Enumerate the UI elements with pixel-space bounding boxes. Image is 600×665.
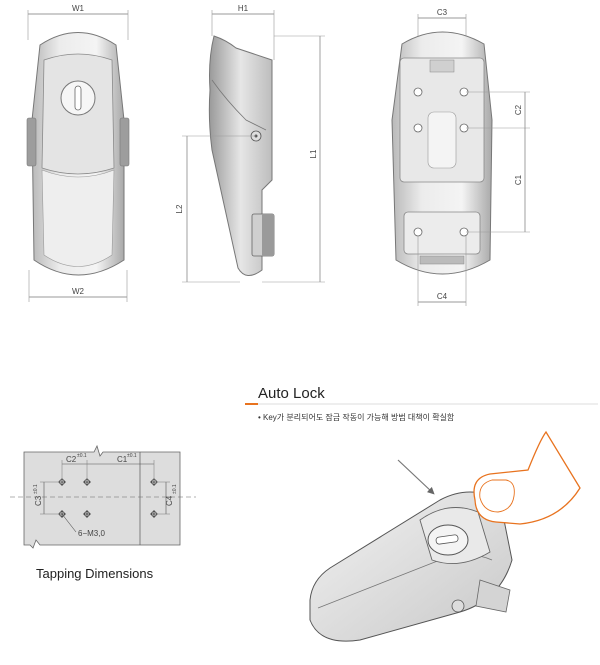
dim-label-c2: C2 <box>514 104 523 115</box>
back-hole-1 <box>413 87 423 97</box>
front-view: W1 W2 <box>26 4 130 302</box>
tapping-hole-note: 6−M3,0 <box>78 529 105 538</box>
auto-lock-title: Auto Lock <box>258 385 325 402</box>
tapping-tol-c2: ±0.1 <box>77 453 87 459</box>
front-right-tab <box>119 117 130 167</box>
tapping-label-c4: C4 <box>165 495 174 506</box>
tapping-label-c1: C1 <box>117 455 128 464</box>
back-hole-5 <box>413 227 423 237</box>
dim-label-h1: H1 <box>238 4 249 13</box>
front-left-tab <box>26 117 37 167</box>
dim-label-c1: C1 <box>514 174 523 185</box>
dim-label-w2: W2 <box>72 287 85 296</box>
tapping-leader <box>61 513 77 533</box>
back-lower-plate <box>403 211 481 255</box>
tapping-tol-c3: ±0.1 <box>33 484 39 494</box>
dim-label-w1: W1 <box>72 4 85 13</box>
tapping-caption: Tapping Dimensions <box>36 566 154 581</box>
back-hole-3 <box>413 123 423 133</box>
auto-lock-section: Auto Lock • Key가 분리되어도 잠금 작동이 가능해 방범 대책이… <box>245 385 598 642</box>
push-arrow <box>397 459 435 495</box>
tapping-tol-c4: ±0.1 <box>172 484 178 494</box>
dim-label-c4: C4 <box>437 292 448 301</box>
tapping-dimensions: C2 ±0.1 C1 ±0.1 C3 ±0.1 C4 ±0.1 6−M3,0 T… <box>10 444 196 581</box>
iso-key-slot <box>435 534 459 545</box>
side-view: H1 L1 L2 <box>175 4 325 283</box>
tapping-label-c3: C3 <box>34 495 43 506</box>
dim-label-l1: L1 <box>309 149 318 158</box>
tapping-tol-c1: ±0.1 <box>127 453 137 459</box>
front-key-slot <box>74 85 82 111</box>
auto-lock-bullet: • Key가 분리되어도 잠금 작동이 가능해 방범 대책이 확실함 <box>258 412 455 422</box>
iso-hinge <box>451 599 465 613</box>
dim-label-l2: L2 <box>175 204 184 213</box>
tapping-label-c2: C2 <box>66 455 77 464</box>
front-handle <box>41 169 115 267</box>
back-view: C3 C2 C1 C4 <box>391 8 530 306</box>
dim-label-c3: C3 <box>437 8 448 17</box>
